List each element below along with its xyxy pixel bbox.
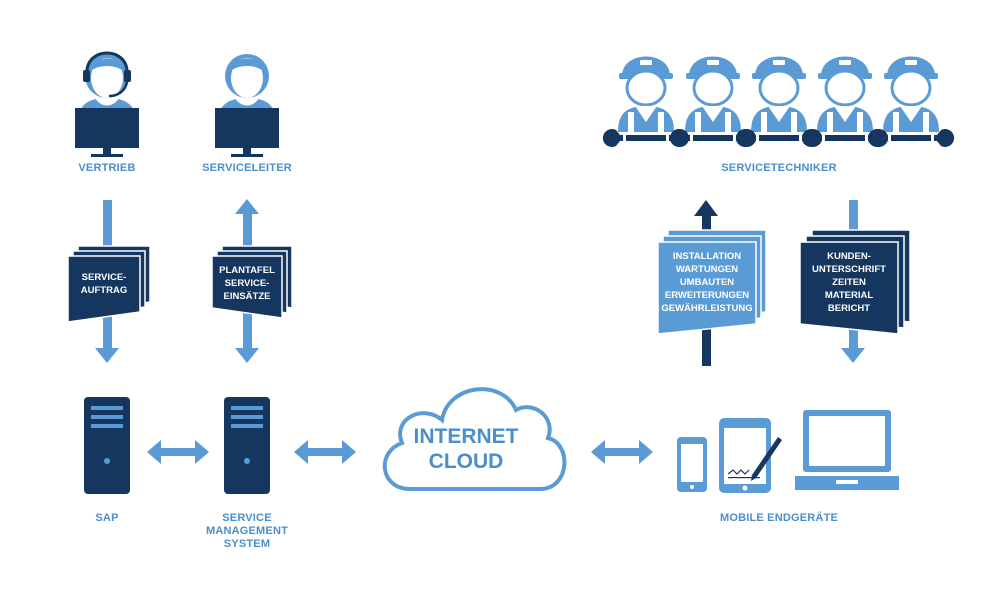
double-arrow-icon (147, 440, 209, 464)
headset-person-icon (77, 51, 137, 126)
serviceleiter-role: SERVICELEITER (202, 54, 292, 174)
doc-line: SERVICE- (82, 272, 127, 283)
doc-line: UNTERSCHRIFT (812, 264, 886, 275)
double-arrow-icon (591, 440, 653, 464)
doc-line: MATERIAL (825, 290, 874, 301)
monitor-icon (75, 108, 139, 157)
installation-document: INSTALLATION WARTUNGEN UMBAUTEN ERWEITER… (657, 229, 767, 335)
servicetechniker-label: SERVICETECHNIKER (721, 162, 836, 174)
doc-line: GEWÄHRLEISTUNG (661, 303, 752, 314)
doc-line: ZEITEN (832, 277, 866, 288)
doc-line: KUNDEN- (827, 251, 871, 262)
doc-line: BERICHT (828, 303, 870, 314)
vertrieb-label: VERTRIEB (78, 162, 135, 174)
sms-label-line: MANAGEMENT (206, 525, 288, 537)
doc-line: EINSÄTZE (224, 291, 271, 302)
sms-label-line: SYSTEM (224, 538, 270, 550)
sap-system: SAP (84, 397, 130, 524)
internet-cloud: INTERNET CLOUD (382, 387, 567, 491)
service-management-system: SERVICE MANAGEMENT SYSTEM (206, 397, 288, 550)
serviceleiter-label: SERVICELEITER (202, 162, 292, 174)
technician-icon (881, 55, 941, 134)
stylus-icon (751, 437, 782, 481)
mobile-devices: MOBILE ENDGERÄTE (677, 410, 899, 524)
monitor-icon (215, 108, 279, 157)
doc-line: PLANTAFEL (219, 265, 275, 276)
server-tower-icon (84, 397, 130, 494)
servicetechniker-group: SERVICETECHNIKER (602, 55, 955, 174)
kunden-document: KUNDEN- UNTERSCHRIFT ZEITEN MATERIAL BER… (799, 229, 911, 335)
plantafel-document: PLANTAFEL SERVICE- EINSÄTZE (211, 245, 293, 319)
doc-line: SERVICE- (225, 278, 270, 289)
doc-line: ERWEITERUNGEN (665, 290, 749, 301)
doc-line: INSTALLATION (673, 251, 741, 262)
doc-line: AUFTRAG (81, 285, 127, 296)
laptop-icon (795, 410, 899, 490)
double-arrow-icon (294, 440, 356, 464)
doc-line: WARTUNGEN (676, 264, 738, 275)
technician-icon (749, 55, 809, 134)
sms-label-line: SERVICE (222, 512, 272, 524)
vertrieb-role: VERTRIEB (75, 51, 139, 174)
serviceauftrag-document: SERVICE- AUFTRAG (67, 245, 151, 323)
cloud-label-line: INTERNET (414, 425, 519, 448)
doc-line: UMBAUTEN (680, 277, 734, 288)
tablet-icon (719, 418, 771, 493)
cloud-label-line: CLOUD (429, 450, 504, 473)
sap-label: SAP (95, 512, 118, 524)
technician-icon (616, 55, 676, 134)
technician-icon (683, 55, 743, 134)
server-tower-icon (224, 397, 270, 494)
mobile-label: MOBILE ENDGERÄTE (720, 511, 838, 524)
cloud-icon (382, 387, 567, 491)
technician-icon (815, 55, 875, 134)
smartphone-icon (677, 437, 707, 492)
